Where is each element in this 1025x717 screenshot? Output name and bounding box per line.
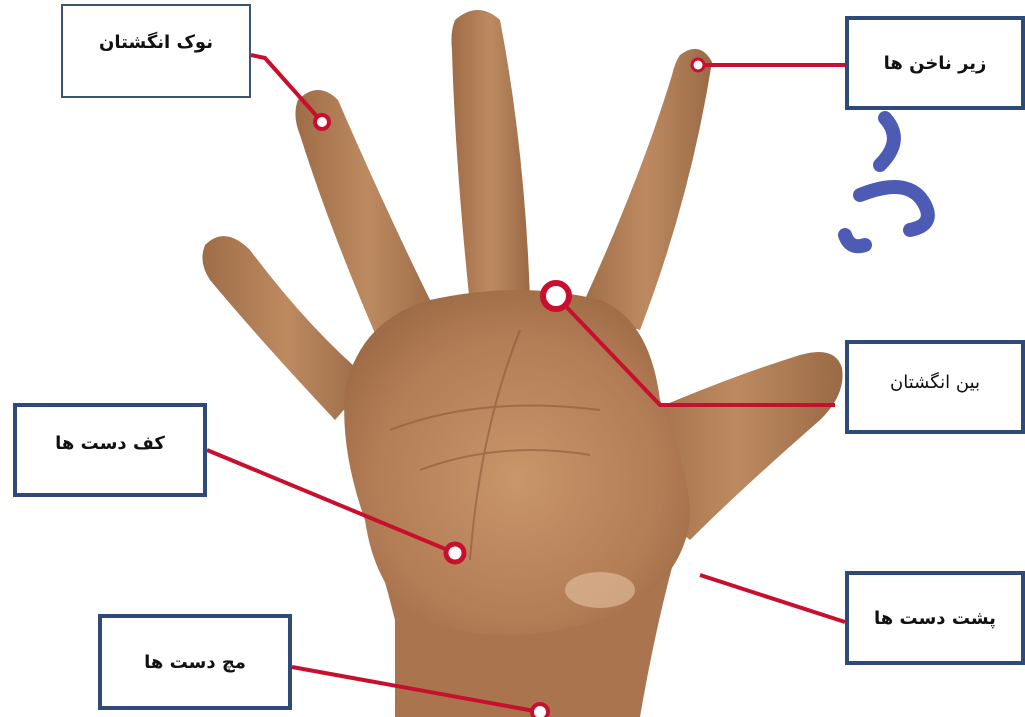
marker-wrists <box>530 702 550 717</box>
callout-line-wrists <box>291 665 541 714</box>
ring-finger-shape <box>295 90 440 345</box>
label-wrists: مچ دست ها <box>98 614 292 710</box>
callout-line-between-fingers <box>554 294 835 407</box>
index-finger-shape <box>580 48 712 331</box>
callout-lines <box>206 53 846 714</box>
palm-shape <box>344 290 690 635</box>
callout-markers <box>313 57 706 717</box>
hand-illustration <box>202 10 843 717</box>
palm-highlight <box>565 572 635 608</box>
label-fingertips: نوک انگشتان <box>61 4 251 98</box>
marker-under-nails <box>690 57 706 73</box>
callout-line-back-of-hands <box>699 573 846 624</box>
marker-between-fingers <box>540 280 572 312</box>
little-finger-shape <box>202 236 370 420</box>
marker-fingertips <box>313 113 331 131</box>
marker-palm <box>443 541 467 565</box>
label-between-fingers: بین انگشتان <box>845 340 1025 434</box>
callout-line-fingertips <box>250 53 324 124</box>
watermark-logo <box>838 111 935 254</box>
label-back-of-hands: پشت دست ها <box>845 571 1025 665</box>
middle-finger-shape <box>451 10 530 305</box>
label-under-nails: زیر ناخن ها <box>845 16 1025 110</box>
palm-creases <box>389 329 601 561</box>
callout-line-palm <box>206 448 456 555</box>
label-palm: کف دست ها <box>13 403 207 497</box>
